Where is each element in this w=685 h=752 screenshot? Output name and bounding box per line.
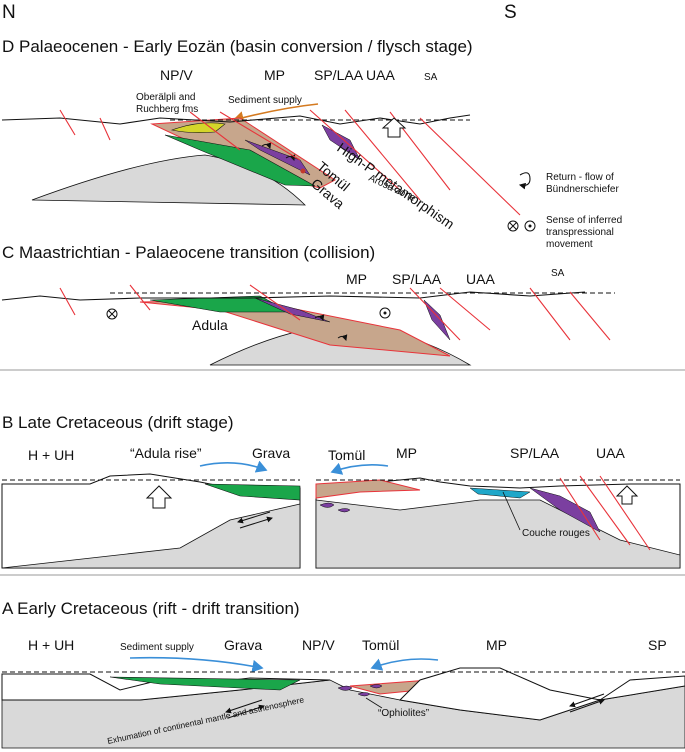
purple-ophiolite-c: [254, 297, 331, 323]
panel-d-sediment-supply: Sediment supply: [228, 95, 302, 106]
panel-b: B Late Cretaceous (drift stage) H + UH “…: [1, 413, 681, 569]
panel-a-title: A Early Cretaceous (rift - drift transit…: [2, 599, 300, 618]
dot-symbol-c-mark: [383, 311, 387, 315]
cross-symbol-mark: [509, 222, 517, 230]
return-flow-arrow-d2: [285, 154, 296, 161]
metamorphism-marker: [300, 168, 306, 174]
ophiolite-blob-a1: [337, 685, 353, 691]
return-flow-arrow-c2: [337, 334, 348, 341]
panel-a-unit-mp: MP: [486, 637, 507, 653]
panel-c-unit-uaa: UAA: [466, 271, 495, 287]
panel-b-unit-mp: MP: [396, 445, 417, 461]
panel-a: A Early Cretaceous (rift - drift transit…: [1, 599, 685, 749]
legend: Return - flow of Bündnerschiefer Sense o…: [507, 172, 622, 250]
panel-c: C Maastrichtian - Palaeocene transition …: [1, 243, 615, 366]
tan-basin-b: [315, 479, 421, 499]
panel-c-title: C Maastrichtian - Palaeocene transition …: [2, 243, 375, 262]
legend-transpression-3: movement: [546, 239, 593, 250]
shear-arrow-b1: [239, 516, 273, 529]
panel-b-left-basement: [1, 503, 301, 569]
panel-b-unit-sp-laa: SP/LAA: [510, 445, 560, 461]
ophiolites-leader: [365, 697, 383, 709]
return-flow-arrow-d1: [261, 142, 272, 149]
uplift-arrow-b2: [615, 485, 639, 505]
panel-a-unit-tomul: Tomül: [362, 637, 399, 653]
panel-c-unit-sa: SA: [551, 268, 565, 279]
uplift-arrow-d: [381, 117, 407, 138]
formation-label-line1: Oberälpli and: [136, 92, 195, 103]
couche-rouges-label: Couche rouges: [522, 528, 590, 539]
couche-rouges-leader: [502, 491, 521, 531]
panel-a-unit-sp: SP: [648, 637, 667, 653]
panel-d-title: D Palaeocenen - Early Eozän (basin conve…: [2, 37, 473, 56]
shear-arrow-a1: [227, 704, 265, 719]
south-label: S: [504, 2, 517, 23]
metamorphism-label: High-P metamorphism: [334, 139, 457, 232]
panel-a-unit-grava: Grava: [224, 637, 262, 653]
panel-d: D Palaeocenen - Early Eozän (basin conve…: [1, 37, 622, 250]
panel-b-faults: [559, 475, 651, 551]
return-flow-arrow-c1: [314, 314, 325, 321]
panel-a-unit-huh: H + UH: [28, 637, 74, 653]
blue-arrow-a1: [129, 656, 264, 673]
ophiolite-blob-b1: [319, 502, 335, 508]
shear-arrow-a3: [569, 698, 605, 713]
ophiolite-blob-a3: [369, 684, 383, 689]
panel-b-right-basement: [315, 499, 681, 569]
purple-ophiolite-unit: [244, 139, 311, 176]
panel-d-faults: [59, 109, 521, 216]
panel-b-unit-uaa: UAA: [596, 445, 625, 461]
panel-c-faults: [59, 284, 611, 341]
blue-arrow-a2: [370, 658, 439, 671]
north-label: N: [2, 2, 16, 23]
ophiolite-blob-a2: [357, 692, 371, 697]
panel-c-surface: [1, 291, 586, 301]
panel-d-unit-mp: MP: [264, 67, 285, 83]
blue-arrow-b2: [330, 462, 389, 475]
legend-transpression-1: Sense of inferred: [546, 215, 622, 226]
panel-c-unit-mp: MP: [346, 271, 367, 287]
legend-return-flow-2: Bündnerschiefer: [546, 184, 619, 195]
sediment-supply-arrow: [232, 103, 319, 124]
blue-arrow-b1: [199, 460, 268, 473]
panel-b-unit-grava: Grava: [252, 445, 290, 461]
arosa-ophiolite: [321, 124, 361, 161]
panel-a-right-crust: [599, 675, 685, 701]
formation-label-line2: Ruchberg fms: [136, 104, 198, 115]
panel-a-unit-npv: NP/V: [302, 637, 335, 653]
panel-c-unit-sp-laa: SP/LAA: [392, 271, 442, 287]
dot-symbol-mark: [528, 224, 532, 228]
couche-rouges-layer: [469, 487, 531, 499]
panel-a-sediment-supply: Sediment supply: [120, 642, 194, 653]
return-flow-legend-icon: [518, 172, 531, 190]
panel-b-unit-adula-rise: “Adula rise”: [130, 445, 202, 461]
basement-dome: [31, 154, 306, 206]
legend-transpression-2: transpressional: [546, 227, 614, 238]
legend-return-flow-1: Return - flow of: [546, 172, 614, 183]
ophiolites-label: “Ophiolites”: [378, 708, 429, 719]
green-basin-a: [109, 676, 301, 691]
cross-symbol-c-mark: [108, 310, 116, 318]
flysch-formation: [170, 122, 226, 133]
panel-d-surface: [1, 114, 471, 125]
panel-d-unit-npv: NP/V: [160, 67, 193, 83]
panel-d-unit-uaa: UAA: [366, 67, 395, 83]
shear-arrow-a4: [569, 693, 605, 708]
ophiolite-blob-b2: [337, 508, 351, 513]
panel-d-unit-sp-laa: SP/LAA: [314, 67, 364, 83]
shear-arrow-b2: [237, 511, 271, 524]
panel-b-unit-tomul: Tomül: [328, 447, 365, 463]
panel-b-title: B Late Cretaceous (drift stage): [2, 413, 234, 432]
adula-label: Adula: [192, 317, 228, 333]
panel-d-unit-sa: SA: [424, 72, 438, 83]
green-basin-b: [204, 483, 301, 501]
shear-arrow-a2: [225, 699, 263, 714]
uplift-arrow-b1: [145, 485, 173, 509]
panel-b-unit-huh: H + UH: [28, 447, 74, 463]
panel-a-mp-block: [398, 667, 602, 721]
purple-ophiolite-b: [529, 487, 601, 533]
